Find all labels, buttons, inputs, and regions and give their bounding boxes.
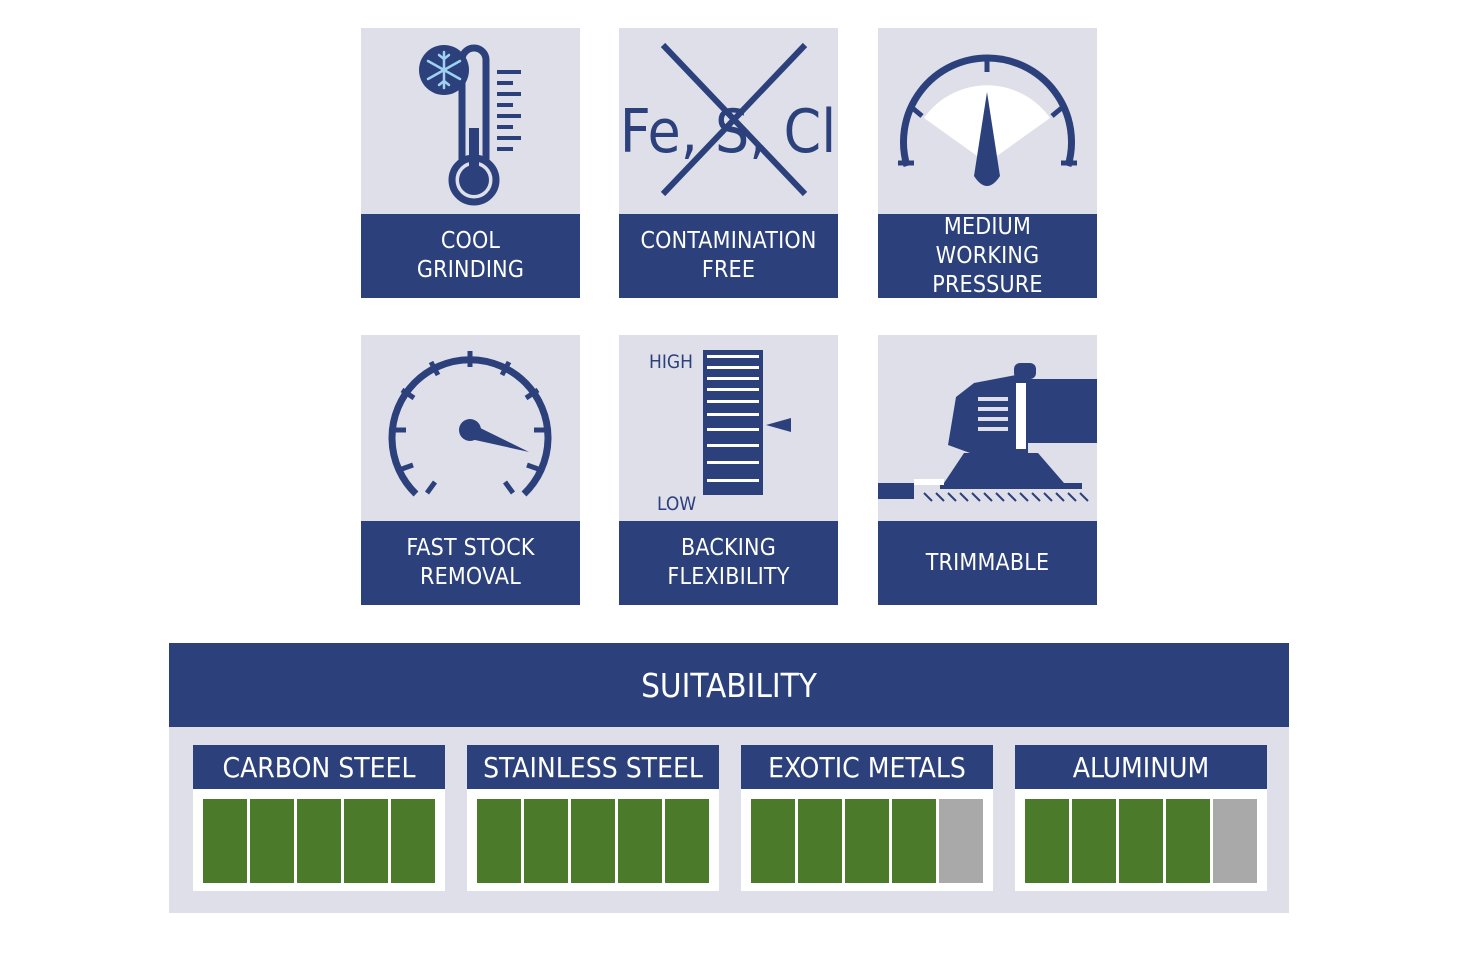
rating-segment-filled xyxy=(1025,799,1069,883)
material-name: CARBON STEEL xyxy=(193,745,445,789)
material-carbon-steel: CARBON STEEL xyxy=(193,745,445,891)
material-name: STAINLESS STEEL xyxy=(467,745,719,789)
feature-label: MEDIUM WORKING PRESSURE xyxy=(878,214,1097,298)
material-exotic-metals: EXOTIC METALS xyxy=(741,745,993,891)
trimming-machine-icon xyxy=(878,363,1097,502)
suitability-title: SUITABILITY xyxy=(169,643,1289,727)
rating-bar xyxy=(751,799,983,883)
rating-segment-filled xyxy=(798,799,842,883)
rating-segment-filled xyxy=(344,799,388,883)
rating-bar xyxy=(203,799,435,883)
flexibility-scale-icon: HIGH LOW xyxy=(649,350,791,515)
crossed-out-elements-icon: Fe, S, Cl xyxy=(620,42,837,197)
feature-contamination-free: Fe, S, Cl CONTAMINATION FREE xyxy=(619,28,838,298)
rating-segment-filled xyxy=(1166,799,1210,883)
rating-segment-filled xyxy=(618,799,662,883)
speedometer-icon xyxy=(388,351,552,497)
rating-segment-filled xyxy=(391,799,435,883)
rating-segment-filled xyxy=(297,799,341,883)
feature-cool-grinding: COOL GRINDING xyxy=(361,28,580,298)
material-aluminum: ALUMINUM xyxy=(1015,745,1267,891)
feature-medium-working-pressure: MEDIUM WORKING PRESSURE xyxy=(878,28,1097,298)
feature-fast-stock-removal: FAST STOCK REMOVAL xyxy=(361,335,580,605)
feature-backing-flexibility: HIGH LOW BACKING FLEXIBILITY xyxy=(619,335,838,605)
thermometer-snowflake-icon xyxy=(419,44,521,206)
feature-label: TRIMMABLE xyxy=(878,521,1097,605)
scale-high-label: HIGH xyxy=(649,351,693,373)
pressure-gauge-icon xyxy=(898,54,1077,186)
rating-segment-filled xyxy=(892,799,936,883)
feature-label: BACKING FLEXIBILITY xyxy=(619,521,838,605)
rating-bar xyxy=(477,799,709,883)
material-name: ALUMINUM xyxy=(1015,745,1267,789)
feature-trimmable: TRIMMABLE xyxy=(878,335,1097,605)
material-stainless-steel: STAINLESS STEEL xyxy=(467,745,719,891)
material-name: EXOTIC METALS xyxy=(741,745,993,789)
feature-label: COOL GRINDING xyxy=(361,214,580,298)
elements-text: Fe, S, Cl xyxy=(620,97,837,167)
rating-segment-filled xyxy=(203,799,247,883)
suitability-panel: SUITABILITY CARBON STEEL STAINLESS STEEL… xyxy=(169,643,1289,913)
rating-segment-filled xyxy=(845,799,889,883)
rating-bar xyxy=(1025,799,1257,883)
rating-segment-filled xyxy=(1119,799,1163,883)
rating-segment-filled xyxy=(524,799,568,883)
rating-segment-filled xyxy=(665,799,709,883)
rating-segment-empty xyxy=(939,799,983,883)
rating-segment-filled xyxy=(751,799,795,883)
feature-label: CONTAMINATION FREE xyxy=(619,214,838,298)
rating-segment-filled xyxy=(1072,799,1116,883)
scale-low-label: LOW xyxy=(657,493,696,515)
rating-segment-filled xyxy=(477,799,521,883)
rating-segment-filled xyxy=(571,799,615,883)
rating-segment-filled xyxy=(250,799,294,883)
feature-label: FAST STOCK REMOVAL xyxy=(361,521,580,605)
rating-segment-empty xyxy=(1213,799,1257,883)
